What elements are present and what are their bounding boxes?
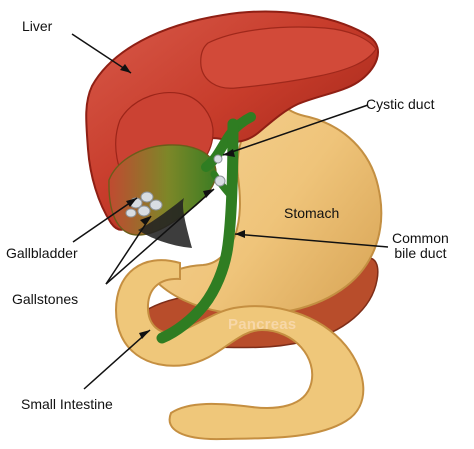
small-intestine-leader-line	[84, 330, 150, 389]
gallstone	[141, 192, 153, 202]
stomach-label: Stomach	[284, 205, 339, 221]
gallstones-label: Gallstones	[12, 291, 78, 307]
gallbladder-label: Gallbladder	[6, 245, 78, 261]
liver-label: Liver	[22, 18, 52, 34]
common-bile-duct-label: Common bile duct	[392, 231, 449, 261]
small-intestine-label: Small Intestine	[21, 396, 113, 412]
gallstone	[215, 176, 225, 186]
common-bile-duct-label-line-2: bile duct	[392, 246, 449, 261]
common-bile-duct-label-line-1: Common	[392, 231, 449, 246]
gallstone	[150, 200, 162, 210]
gallstone	[214, 155, 222, 163]
pancreas-label: Pancreas	[228, 317, 296, 333]
cystic-duct-label: Cystic duct	[366, 96, 434, 112]
gallstone	[138, 206, 150, 216]
gallstone	[126, 209, 136, 217]
